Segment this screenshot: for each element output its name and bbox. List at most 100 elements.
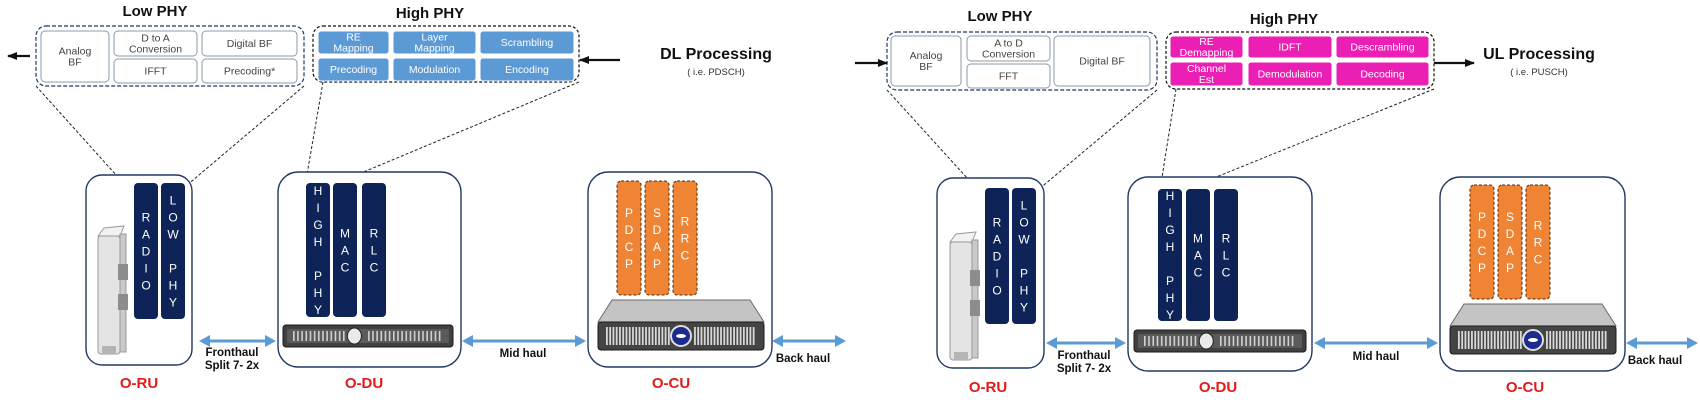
high-phy-block — [479, 57, 575, 82]
cu-server-icon-vent — [1490, 331, 1493, 349]
high-phy-block-label-line: Descrambling — [1350, 42, 1414, 54]
du-server-icon-vent — [409, 331, 412, 341]
low-phy-block — [1053, 35, 1151, 87]
cu-server-icon-vent — [723, 327, 726, 345]
high-phy-block — [1335, 35, 1430, 59]
du-server-icon-vent — [338, 331, 341, 341]
low-phy-title: Low PHY — [967, 8, 1032, 25]
node-name-o-cu: O-CU — [1506, 379, 1544, 396]
radio-unit-icon-bracket-a — [970, 270, 980, 286]
cu-server-icon-vent — [1458, 331, 1460, 349]
du-server-icon-vent — [1177, 336, 1180, 346]
du-server-icon-vent — [1279, 336, 1281, 346]
high-phy-block — [392, 57, 477, 82]
high-phy-block-label-line: Demodulation — [1258, 69, 1323, 81]
high-phy-block — [317, 57, 390, 82]
high-phy-block — [1335, 61, 1430, 87]
du-server-icon-vent — [1228, 336, 1231, 346]
du-server-icon-vent — [397, 331, 399, 341]
processing-subtitle: ( i.e. PDSCH) — [687, 67, 745, 78]
node-name-o-du: O-DU — [1199, 379, 1237, 396]
high-phy-block-label-line: Precoding — [330, 64, 377, 76]
du-server-icon-vent — [334, 331, 337, 341]
du-server-icon-vent — [1283, 336, 1285, 346]
high-phy-block-label-line: Encoding — [505, 64, 549, 76]
zoom-lines — [886, 88, 1435, 191]
low-phy-block-label-line: A to D — [994, 38, 1023, 50]
cu-server-icon-vent — [1519, 331, 1522, 349]
du-server-icon-vent — [1241, 336, 1243, 346]
high-phy-block — [479, 30, 575, 55]
midhaul-label: Mid haul — [500, 348, 547, 360]
ru-zoom-line-right — [1037, 89, 1158, 191]
cu-server-icon-vent — [609, 327, 612, 345]
radio-unit-icon-side — [971, 239, 979, 359]
du-server-icon-vent — [309, 331, 312, 341]
cu-server-icon-vent — [1510, 331, 1512, 349]
high-phy-block-label-line: IDFT — [1278, 42, 1302, 54]
cu-layer-box — [616, 180, 642, 296]
backhaul-arrow-head-left — [1626, 337, 1637, 349]
cu-server-icon-vent — [1559, 331, 1561, 349]
cu-server-icon-vent — [1477, 331, 1480, 349]
midhaul-arrow — [1314, 337, 1438, 349]
du-server-icon-vent — [368, 331, 370, 341]
cu-server-icon-vent — [658, 327, 660, 345]
du-server-icon-vent — [413, 331, 416, 341]
du-server-icon-vent — [1266, 336, 1269, 346]
cu-server-icon-vent — [716, 327, 719, 345]
fronthaul-arrow — [199, 335, 276, 347]
cu-server-icon-badge-glint — [1528, 338, 1538, 342]
du-server-icon-vent — [1245, 336, 1247, 346]
cu-server-icon-vent — [628, 327, 631, 345]
cu-server-icon-vent — [661, 327, 664, 345]
du-server-icon-power — [346, 327, 362, 345]
ru-layer-box — [161, 183, 185, 319]
cu-server-icon-vent — [615, 327, 618, 345]
radio-unit-icon-base — [102, 346, 116, 354]
high-phy-block-label-line: Modulation — [409, 64, 461, 76]
du-server-icon-vent — [1169, 336, 1171, 346]
cu-server-icon-vent — [1591, 331, 1594, 349]
cu-server-icon-vent — [736, 327, 739, 345]
du-server-icon-vent — [1165, 336, 1167, 346]
du-server-icon-vent — [434, 331, 437, 341]
fronthaul-label: Split 7- 2x — [205, 360, 260, 372]
cu-server-icon-vent — [1568, 331, 1571, 349]
cu-server-icon-vent — [726, 327, 729, 345]
du-server-icon-vent — [301, 331, 303, 341]
low-phy-block — [113, 30, 198, 57]
du-server-icon-vent — [1152, 336, 1155, 346]
radio-unit-icon-body — [949, 241, 973, 361]
du-layer-box — [362, 183, 386, 317]
backhaul-arrow-head-right — [1687, 337, 1698, 349]
ru-layer-box — [134, 183, 158, 319]
cu-server-icon-vent — [1562, 331, 1565, 349]
du-server-icon-vent — [322, 331, 324, 341]
backhaul-arrow — [772, 335, 846, 347]
low-phy-block-label-line: Digital BF — [227, 38, 273, 50]
cu-server-icon-vent — [1487, 331, 1490, 349]
radio-unit-icon — [97, 225, 128, 355]
du-server-icon-vent — [305, 331, 308, 341]
cu-server-icon-vent — [619, 327, 621, 345]
du-server-icon-vent — [330, 331, 333, 341]
node-name-o-cu: O-CU — [652, 375, 690, 392]
cu-server-icon-vent — [729, 327, 732, 345]
fronthaul-label: Fronthaul — [1057, 350, 1110, 362]
high-phy-block — [1247, 35, 1333, 59]
